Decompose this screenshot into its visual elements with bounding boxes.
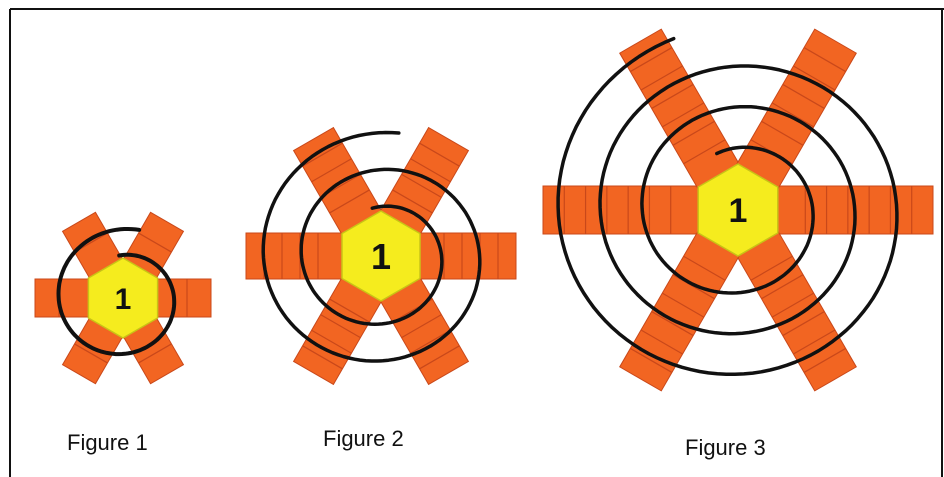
figure-1-spiral xyxy=(56,227,177,357)
figure-1: 1 Figure 1 xyxy=(34,211,212,455)
figure-3-center-hexagon xyxy=(697,163,779,257)
figure-2-spiral xyxy=(261,130,482,363)
figure-3-center-label: 1 xyxy=(729,192,748,230)
figure-3: 1 Figure 3 xyxy=(542,28,934,460)
figure-1-center-label: 1 xyxy=(115,283,132,316)
figure-3-caption: Figure 3 xyxy=(685,435,766,460)
figure-2: 1 Figure 2 xyxy=(245,126,517,451)
figure-3-spiral xyxy=(556,36,899,377)
figure-2-caption: Figure 2 xyxy=(323,426,404,451)
figure-2-center-hexagon xyxy=(341,210,421,302)
figure-1-center-hexagon xyxy=(87,257,159,339)
figure-2-center-label: 1 xyxy=(371,236,391,277)
figure-1-caption: Figure 1 xyxy=(67,430,148,455)
